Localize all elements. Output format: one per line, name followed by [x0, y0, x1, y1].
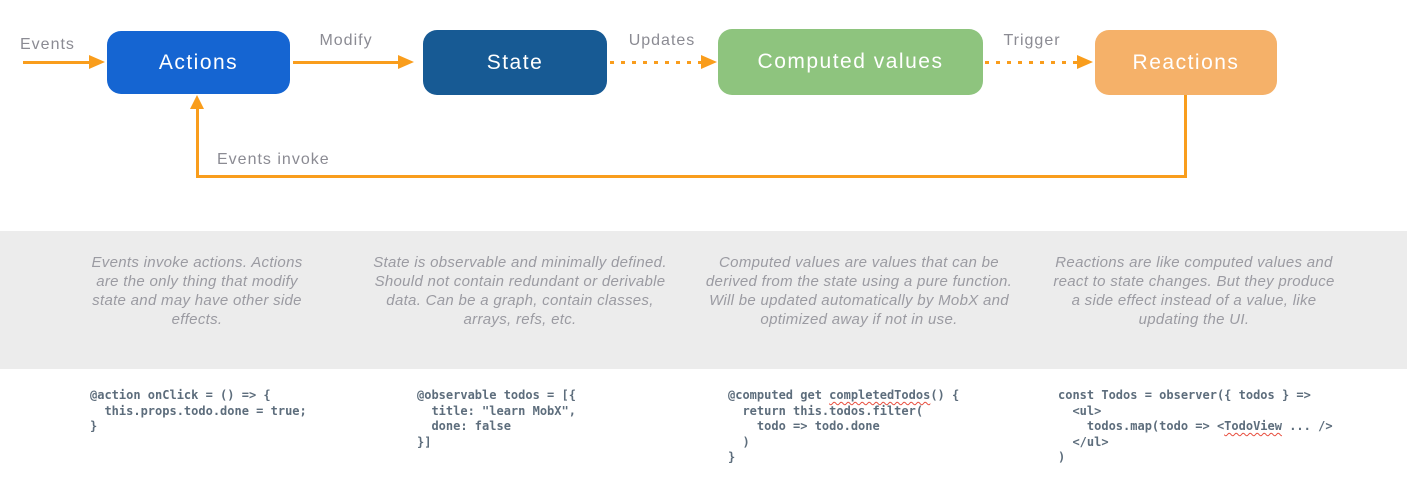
description-reactions: Reactions are like computed values and r…	[1053, 254, 1335, 328]
updates-label: Updates	[628, 32, 696, 49]
node-state: State	[423, 30, 607, 95]
node-reactions: Reactions	[1095, 30, 1277, 95]
description-computed-values: Computed values are values that can be d…	[705, 254, 1013, 328]
code-sample-action: @action onClick = () => { this.props.tod…	[90, 388, 307, 433]
feedback-arrow-head-icon	[190, 95, 204, 109]
descriptions-band	[0, 231, 1407, 369]
node-actions-label: Actions	[158, 50, 239, 74]
code-sample-computed: @computed get completedTodos() { return …	[728, 388, 960, 464]
modify-label: Modify	[319, 32, 373, 49]
feedback-line-right	[1184, 95, 1187, 178]
description-state: State is observable and minimally define…	[373, 254, 667, 328]
spellcheck-squiggle: completedTodos	[829, 388, 931, 402]
node-state-label: State	[486, 50, 544, 74]
updates-arrow-head-icon	[701, 55, 717, 69]
spellcheck-squiggle: TodoView	[1224, 419, 1282, 433]
node-computed-values: Computed values	[718, 29, 983, 95]
trigger-arrow-dotted-line	[985, 61, 1078, 64]
events-arrow-head-icon	[89, 55, 105, 69]
events-label: Events	[20, 36, 75, 53]
updates-arrow-dotted-line	[610, 61, 702, 64]
description-actions: Events invoke actions. Actions are the o…	[91, 254, 303, 328]
code-sample-observer: const Todos = observer({ todos } => <ul>…	[1058, 388, 1333, 464]
node-computed-values-label: Computed values	[757, 50, 944, 73]
node-actions: Actions	[107, 31, 290, 94]
feedback-line-bottom	[196, 175, 1187, 178]
code-sample-observable: @observable todos = [{ title: "learn Mob…	[417, 388, 576, 449]
trigger-label: Trigger	[1003, 32, 1061, 49]
trigger-arrow-head-icon	[1077, 55, 1093, 69]
modify-arrow-head-icon	[398, 55, 414, 69]
node-reactions-label: Reactions	[1132, 50, 1240, 74]
modify-arrow-line	[293, 61, 399, 64]
feedback-line-left	[196, 105, 199, 177]
events-arrow-line	[23, 61, 90, 64]
events-invoke-label: Events invoke	[217, 151, 330, 168]
